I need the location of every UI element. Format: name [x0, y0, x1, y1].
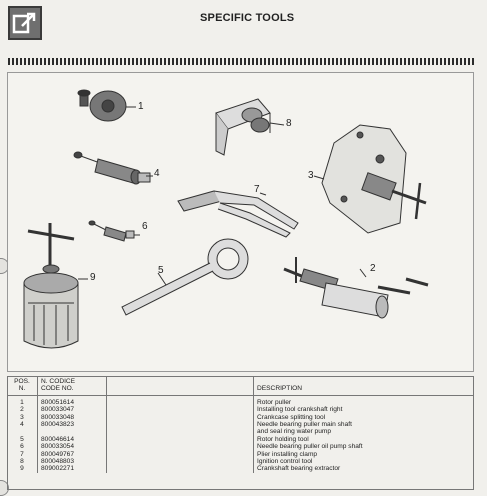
row-code: 800033048 [37, 413, 107, 422]
callout-6: 6 [142, 221, 148, 232]
table-header-row: POS. N. N. CODICE CODE NO. DESCRIPTION [7, 376, 474, 396]
row-blank [106, 458, 254, 466]
row-description: and seal ring water pump [257, 428, 332, 436]
crankcase-splitting-tool-drawing [313, 124, 427, 234]
header-description: DESCRIPTION [253, 376, 474, 396]
callout-3: 3 [308, 170, 314, 181]
row-blank [106, 395, 254, 407]
header-pos: POS. N. [7, 376, 38, 396]
row-description: Plier installing clamp [257, 450, 318, 458]
header-pos-label: POS. N. [14, 378, 30, 393]
row-description: Ignition control tool [257, 458, 313, 466]
row-blank [106, 428, 254, 436]
row-description: Installing tool crankshaft right [257, 406, 343, 414]
row-pos: 3 [7, 413, 38, 422]
row-pos: 2 [7, 406, 38, 414]
row-code: 800033047 [37, 406, 107, 414]
row-code: 800049767 [37, 450, 107, 459]
header-blank [106, 376, 254, 396]
page-title: SPECIFIC TOOLS [200, 12, 295, 24]
row-blank [106, 406, 254, 414]
oil-pump-puller-drawing [88, 220, 140, 242]
header-description-label: DESCRIPTION [257, 385, 303, 393]
row-blank [106, 465, 254, 473]
row-pos: 6 [7, 443, 38, 451]
callout-5: 5 [158, 265, 164, 276]
header-code: N. CODICE CODE NO. [37, 376, 107, 396]
plier-drawing [177, 190, 299, 238]
row-code: 809002271 [37, 465, 107, 473]
row-code: 800033054 [37, 443, 107, 451]
row-code: 800046614 [37, 435, 107, 444]
callout-1: 1 [138, 101, 144, 112]
table-row: and seal ring water pump [7, 428, 474, 436]
row-description: Rotor holding tool [257, 435, 309, 443]
needle-bearing-puller-drawing [73, 151, 153, 185]
row-pos: 7 [7, 450, 38, 459]
row-description: Needle bearing puller oil pump shaft [257, 443, 363, 451]
row-code [37, 428, 107, 436]
row-pos: 4 [7, 421, 38, 429]
row-pos [7, 428, 38, 436]
row-description: Crankcase splitting tool [257, 413, 326, 421]
parts-table: POS. N. N. CODICE CODE NO. DESCRIPTION 1… [7, 376, 474, 473]
binder-hole [0, 480, 9, 496]
callout-2: 2 [370, 263, 376, 274]
row-code: 800048803 [37, 458, 107, 466]
callout-7: 7 [254, 184, 260, 195]
callout-9: 9 [90, 272, 96, 283]
dashed-rule [8, 58, 474, 65]
row-blank [106, 413, 254, 422]
row-description: Crankshaft bearing extractor [257, 465, 341, 473]
row-description: Needle bearing puller main shaft [257, 421, 352, 429]
tools-arrow-icon [8, 6, 42, 40]
tools-illustration: 1 2 3 4 5 6 7 8 9 [7, 72, 474, 372]
row-blank [106, 443, 254, 451]
rotor-holding-tool-drawing [121, 238, 249, 316]
row-pos: 1 [7, 395, 38, 407]
callout-8: 8 [286, 118, 292, 129]
row-blank [106, 435, 254, 444]
header-code-label: N. CODICE CODE NO. [41, 378, 76, 393]
row-blank [106, 421, 254, 429]
row-pos: 5 [7, 435, 38, 444]
row-description: Rotor puller [257, 398, 292, 406]
installing-tool-drawing [283, 257, 429, 319]
crankshaft-extractor-drawing [23, 223, 88, 349]
rotor-puller-drawing [77, 89, 136, 122]
row-code: 800043823 [37, 421, 107, 429]
row-pos: 8 [7, 458, 38, 466]
row-pos: 9 [7, 465, 38, 473]
ignition-control-tool-drawing [215, 98, 285, 156]
callout-4: 4 [154, 168, 160, 179]
row-blank [106, 450, 254, 459]
row-code: 800051614 [37, 395, 107, 407]
